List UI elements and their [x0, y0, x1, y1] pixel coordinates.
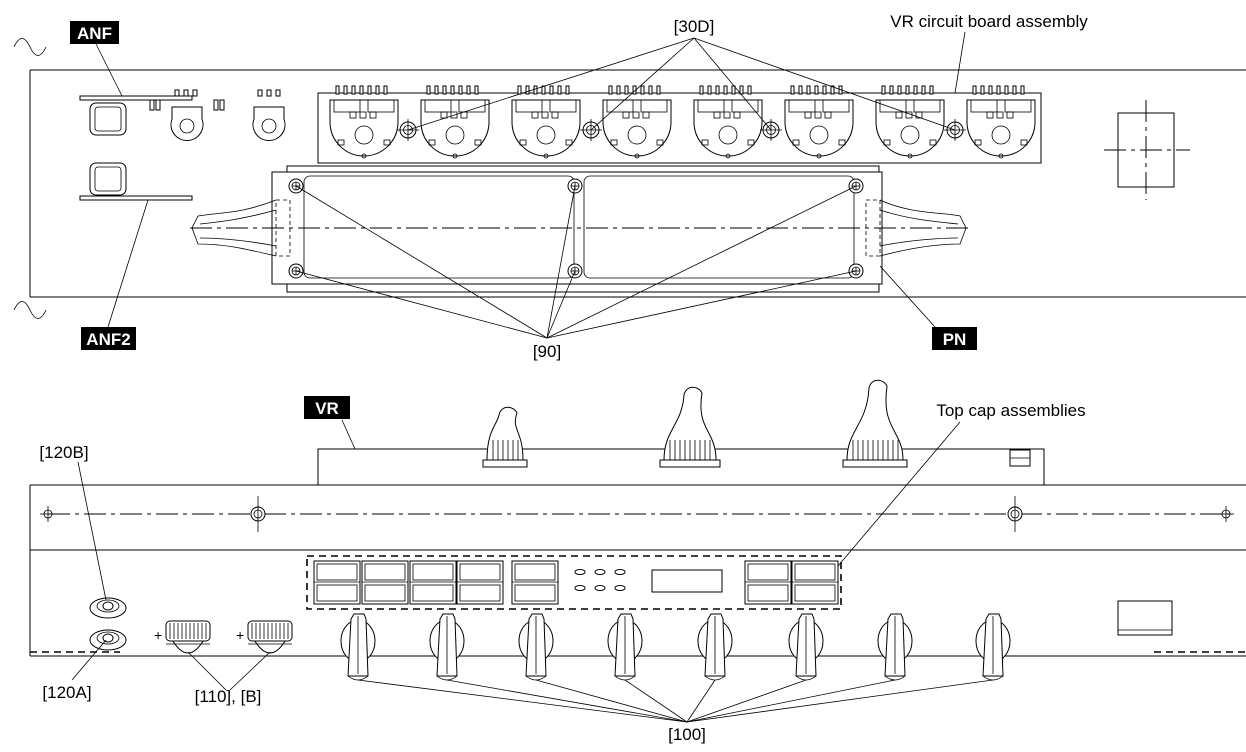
rear-cutout — [1104, 100, 1190, 200]
leader-90-6 — [546, 270, 857, 339]
screws-30d-label: [30D] — [674, 17, 715, 36]
flat-cable-2 — [659, 386, 721, 468]
leader-100-5 — [686, 679, 716, 723]
led-6 — [614, 585, 626, 591]
bottom-chassis-panel — [29, 484, 1246, 657]
flat-cables — [190, 199, 968, 257]
top-cap-7 — [791, 560, 839, 605]
rotary-knob-4 — [607, 613, 643, 681]
screws-90-label: [90] — [533, 342, 561, 361]
vr-board-label: VR circuit board assembly — [890, 12, 1088, 31]
small-knobs: ++ — [154, 620, 293, 654]
bottom-leader-lines — [71, 419, 994, 723]
top-leader-lines — [95, 31, 966, 339]
vr-tag: VR — [304, 396, 350, 419]
top-cap-assemblies — [306, 555, 842, 610]
leader-30d-3 — [693, 37, 772, 131]
potentiometer-5 — [693, 85, 763, 159]
leader-120b — [77, 461, 107, 601]
rotary-knob-5 — [697, 613, 733, 681]
led-1 — [574, 569, 586, 575]
leader-100-2 — [446, 679, 688, 723]
jack-120a-label: [120A] — [42, 683, 91, 702]
top-cap-5 — [511, 560, 559, 605]
anf2-board — [79, 162, 193, 201]
leader-90-3 — [546, 185, 857, 339]
jack-120b-label: [120B] — [39, 443, 88, 462]
svg-text:+: + — [154, 627, 162, 643]
pn-tag: PN — [932, 327, 977, 350]
leader-90-5 — [546, 270, 576, 339]
leader-110-a — [187, 651, 227, 691]
jack-120b — [89, 597, 127, 619]
leader-100-4 — [624, 679, 688, 723]
top-cap-4 — [456, 560, 504, 605]
rotary-knob-7 — [877, 613, 913, 681]
rear-display-window — [1117, 600, 1173, 636]
potentiometer-3 — [511, 85, 581, 159]
small-knob-1: + — [154, 620, 211, 654]
leader-100-1 — [357, 679, 688, 723]
leader-anf — [95, 43, 123, 97]
leader-vr-board — [954, 31, 966, 94]
anf2-tag: ANF2 — [81, 327, 136, 350]
led-3 — [614, 569, 626, 575]
leader-pn — [879, 265, 936, 328]
leader-top-caps — [837, 421, 961, 567]
anf-label: ANF — [77, 24, 112, 43]
leader-anf2 — [107, 199, 149, 328]
anf2-label: ANF2 — [86, 330, 130, 349]
leader-vr — [341, 419, 356, 450]
leader-100-3 — [535, 679, 688, 723]
led-2 — [594, 569, 606, 575]
top-cap-2 — [361, 560, 409, 605]
potentiometer-4 — [602, 85, 672, 159]
leader-120a — [71, 639, 107, 681]
screw-30d-1 — [397, 119, 419, 141]
leader-90-2 — [546, 185, 576, 339]
leader-90-4 — [295, 270, 548, 339]
rotary-knob-6 — [788, 613, 824, 681]
knobs-110-label: [110], [B] — [195, 687, 262, 706]
pn-label: PN — [943, 330, 967, 349]
potentiometer-6 — [784, 85, 854, 159]
knobs-100-label: [100] — [668, 725, 706, 744]
leader-30d-4 — [693, 37, 956, 131]
leader-30d-1 — [407, 37, 695, 131]
small-knob-2: + — [236, 620, 293, 654]
leader-110-b — [229, 651, 271, 691]
anf-board — [79, 89, 286, 141]
leader-100-7 — [686, 679, 896, 723]
top-cap-3 — [409, 560, 457, 605]
potentiometers — [329, 85, 1036, 159]
leader-90-1 — [295, 185, 548, 339]
potentiometer-2 — [420, 85, 490, 159]
potentiometer-8 — [966, 85, 1036, 159]
top-caps-label: Top cap assemblies — [936, 401, 1085, 420]
leader-100-8 — [686, 679, 994, 723]
top-cap-1 — [313, 560, 361, 605]
rotary-knobs — [340, 613, 1011, 681]
rotary-knob-2 — [429, 613, 465, 681]
rotary-knob-3 — [518, 613, 554, 681]
svg-text:+: + — [236, 627, 244, 643]
anf-tag: ANF — [70, 21, 119, 44]
leader-30d-2 — [590, 37, 695, 131]
leader-100-6 — [686, 679, 807, 723]
flat-cable-1 — [482, 406, 528, 468]
top-chassis-panel — [13, 38, 1246, 319]
flat-cable-3 — [842, 379, 908, 468]
led-4 — [574, 585, 586, 591]
jack-120a — [89, 629, 127, 651]
top-cap-6 — [744, 560, 792, 605]
rotary-knob-8 — [975, 613, 1011, 681]
front-flat-cables — [482, 379, 908, 468]
rotary-knob-1 — [340, 613, 376, 681]
vr-label: VR — [315, 399, 339, 418]
potentiometer-1 — [329, 85, 399, 159]
led-5 — [594, 585, 606, 591]
